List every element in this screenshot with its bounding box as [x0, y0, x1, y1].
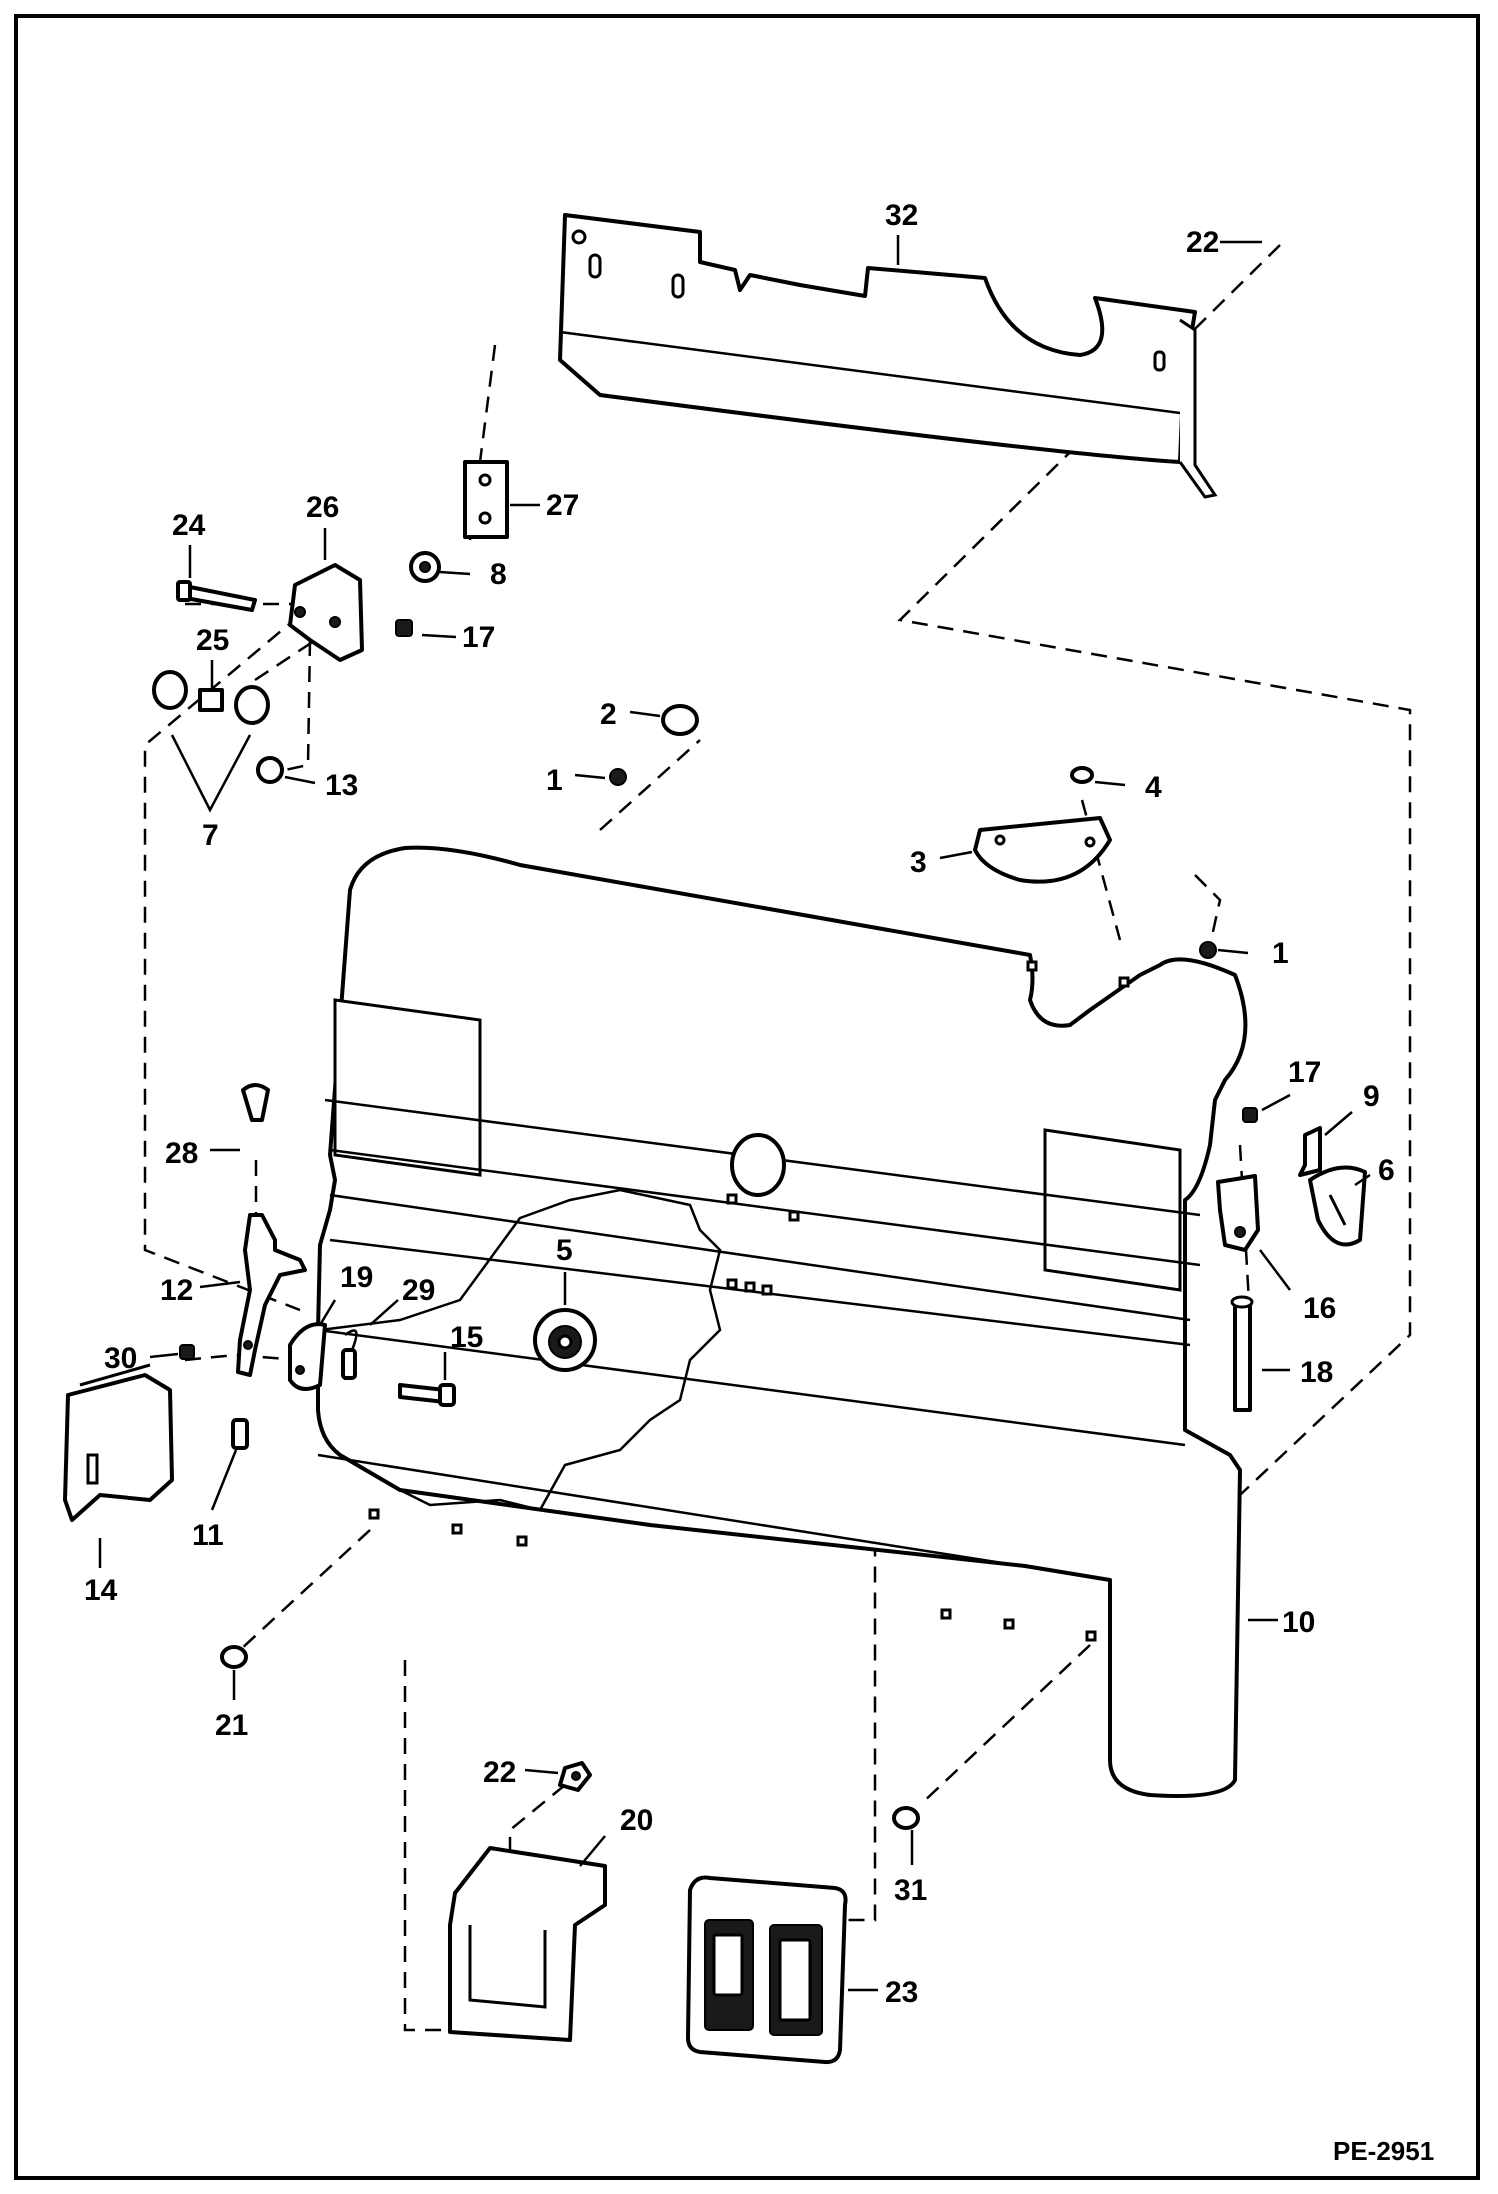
- screw-4: [1070, 766, 1094, 784]
- bolt-13: [256, 756, 284, 784]
- hardware-left: [63, 1083, 456, 1522]
- callout-18: 18: [1300, 1356, 1333, 1389]
- nut-30: [179, 1344, 195, 1360]
- callout-7: 7: [202, 819, 219, 852]
- document-id: PE-2951: [1333, 2136, 1434, 2166]
- hardware-upper-left: [152, 460, 699, 786]
- callout-14: 14: [84, 1574, 118, 1607]
- callout-4: 4: [1145, 771, 1162, 804]
- gauge-5: [533, 1308, 597, 1372]
- callout-9: 9: [1363, 1080, 1380, 1113]
- lever-12: [236, 1213, 307, 1377]
- knob-28: [241, 1083, 270, 1122]
- callout-29: 29: [402, 1274, 435, 1307]
- callout-19: 19: [340, 1261, 373, 1294]
- bolt-21: [220, 1645, 248, 1669]
- callout-6: 6: [1378, 1154, 1395, 1187]
- plate-27: [463, 460, 509, 539]
- callout-5: 5: [556, 1234, 573, 1267]
- callout-32: 32: [885, 199, 918, 232]
- bolt-31: [892, 1806, 920, 1830]
- callout-11: 11: [192, 1519, 224, 1552]
- callout-1-right: 1: [1272, 937, 1289, 970]
- callout-labels: 32 22 24 26 27 8 17 25 13 7 2 1 4 3 1 17…: [84, 199, 1434, 2166]
- bracket-14: [63, 1373, 174, 1522]
- callout-24: 24: [172, 509, 206, 542]
- pin-18: [1233, 1303, 1252, 1412]
- callout-30: 30: [104, 1342, 137, 1375]
- spacer-25: [198, 688, 224, 712]
- callout-22-bottom: 22: [483, 1756, 516, 1789]
- bracket-26: [288, 563, 364, 662]
- hardware-right: [1216, 1107, 1367, 1412]
- callout-13: 13: [325, 769, 358, 802]
- callout-10: 10: [1282, 1606, 1315, 1639]
- gauge-hole: [730, 1133, 786, 1197]
- roller-7a: [152, 670, 188, 710]
- main-dash-panel-10: [316, 845, 1248, 1798]
- plate-19: [288, 1322, 327, 1391]
- callout-15: 15: [450, 1321, 483, 1354]
- callout-17-top: 17: [462, 621, 495, 654]
- drawing-border: [14, 14, 1480, 2180]
- grommet-2: [661, 704, 699, 736]
- callout-20: 20: [620, 1804, 653, 1837]
- callout-28: 28: [165, 1137, 198, 1170]
- callout-8: 8: [490, 558, 507, 591]
- callout-12: 12: [160, 1274, 193, 1307]
- hardware-bottom: [220, 1645, 920, 2065]
- nut-1a: [609, 768, 627, 786]
- callout-31: 31: [894, 1874, 927, 1907]
- callout-22-top: 22: [1186, 226, 1219, 259]
- callout-25: 25: [196, 624, 229, 657]
- callout-2: 2: [600, 698, 617, 731]
- plate-6: [1308, 1165, 1367, 1247]
- callout-23: 23: [885, 1976, 918, 2009]
- bracket-16: [1216, 1174, 1260, 1252]
- nut-17b: [1242, 1107, 1258, 1123]
- callout-3: 3: [910, 846, 927, 879]
- nut-17a: [395, 619, 413, 637]
- callout-27: 27: [546, 489, 579, 522]
- callout-17-right: 17: [1288, 1056, 1321, 1089]
- callout-26: 26: [306, 491, 339, 524]
- callout-1-top: 1: [546, 764, 563, 797]
- nut-1b: [1199, 941, 1217, 959]
- callout-21: 21: [215, 1709, 248, 1742]
- leader-lines: [98, 235, 1371, 1992]
- callout-16: 16: [1303, 1292, 1336, 1325]
- bracket-9: [1298, 1126, 1322, 1177]
- spring-11: [231, 1418, 249, 1450]
- rear-panel-32: [558, 213, 1218, 499]
- cover-plate-3: [973, 766, 1217, 959]
- roller-7b: [234, 685, 270, 725]
